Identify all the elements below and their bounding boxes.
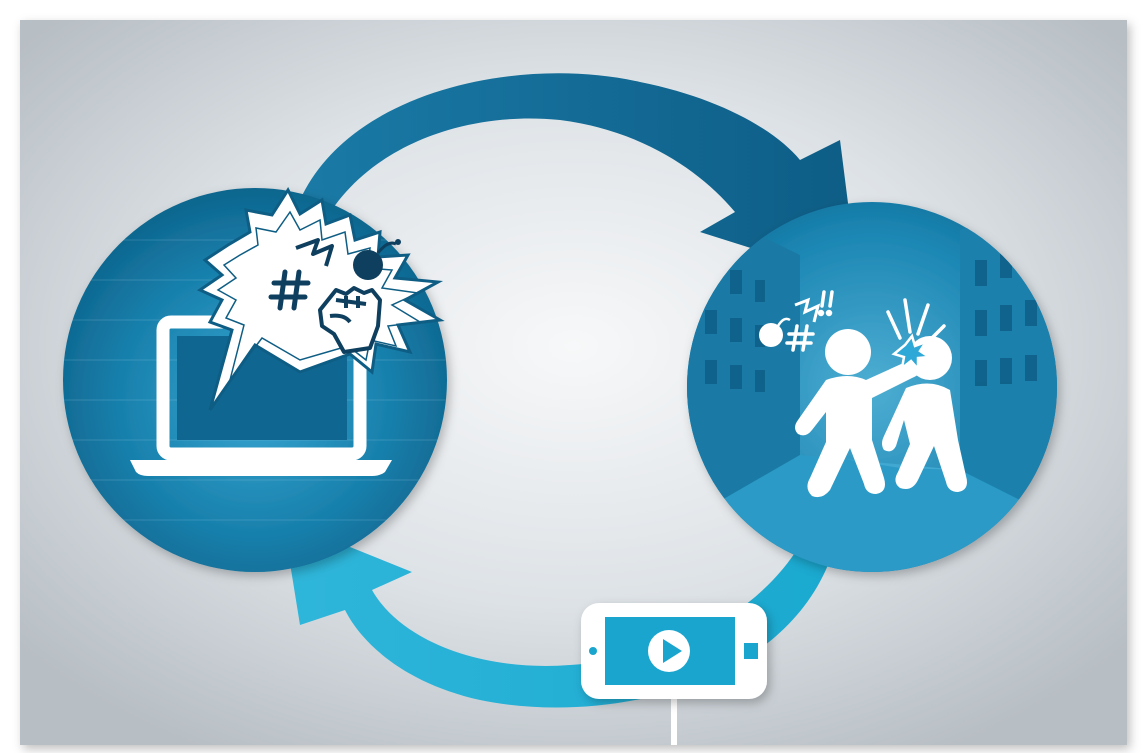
hash-symbol-icon (785, 324, 815, 352)
top-arrow-icon (300, 73, 858, 282)
exclamation-icon (817, 290, 834, 317)
smartphone-icon (581, 603, 767, 745)
raised-fist-icon (318, 286, 382, 354)
people-fighting-icon (795, 329, 967, 498)
bomb-icon (759, 317, 791, 347)
bomb-icon (353, 239, 401, 280)
play-icon (648, 630, 690, 672)
lightning-icon (295, 238, 334, 267)
hash-symbol-icon (268, 269, 311, 311)
angry-speech-bubble-icon (196, 186, 445, 411)
left-node (63, 186, 447, 572)
lightning-icon (794, 297, 821, 323)
